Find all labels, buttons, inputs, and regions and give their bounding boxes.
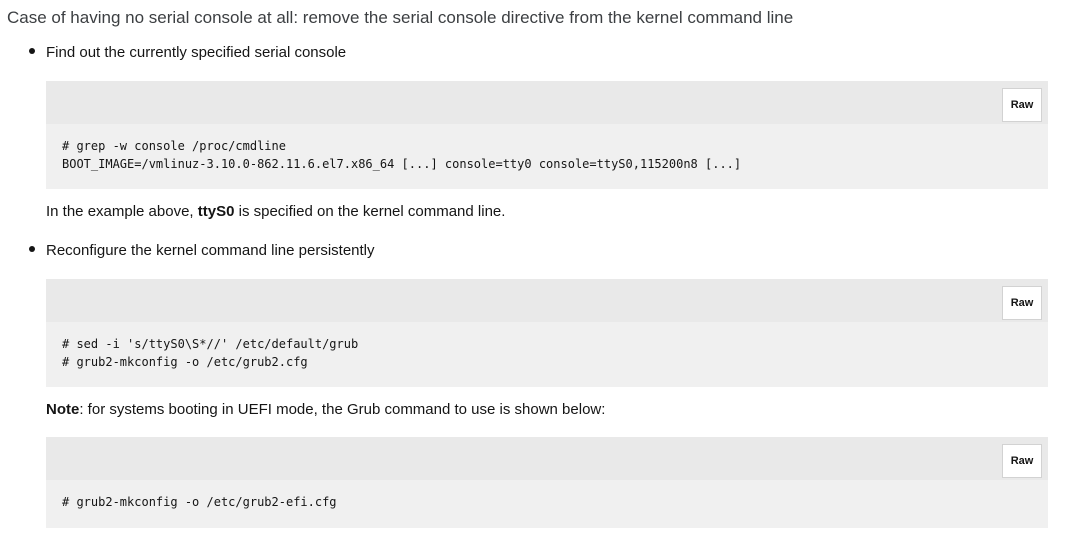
uefi-note: Note: for systems booting in UEFI mode, … (46, 401, 606, 418)
emphasis-ttys0: ttyS0 (197, 203, 235, 220)
code-line: BOOT_IMAGE=/vmlinuz-3.10.0-862.11.6.el7.… (62, 157, 742, 171)
code-block-toolbar (46, 437, 1048, 480)
code-line: # grub2-mkconfig -o /etc/grub2-efi.cfg (62, 495, 337, 509)
code-block-sed-grub: Raw # sed -i 's/ttyS0\S*//' /etc/default… (46, 279, 1048, 387)
raw-button[interactable]: Raw (1002, 88, 1042, 122)
code-line: # grep -w console /proc/cmdline (62, 139, 286, 153)
raw-button[interactable]: Raw (1002, 286, 1042, 320)
code-content: # sed -i 's/ttyS0\S*//' /etc/default/gru… (62, 335, 358, 371)
bullet-icon (29, 246, 35, 253)
code-block-toolbar (46, 279, 1048, 322)
code-line: # sed -i 's/ttyS0\S*//' /etc/default/gru… (62, 337, 359, 351)
code-block-grep: Raw # grep -w console /proc/cmdline BOOT… (46, 81, 1048, 189)
code-content: # grub2-mkconfig -o /etc/grub2-efi.cfg (62, 493, 337, 511)
bullet-icon (29, 48, 35, 55)
list-item-reconfigure-kernel: Reconfigure the kernel command line pers… (29, 242, 375, 259)
code-line: # grub2-mkconfig -o /etc/grub2.cfg (62, 355, 308, 369)
example-note: In the example above, ttyS0 is specified… (46, 203, 506, 220)
section-heading: Case of having no serial console at all:… (7, 8, 794, 27)
raw-button[interactable]: Raw (1002, 444, 1042, 478)
list-item-find-serial-console: Find out the currently specified serial … (29, 44, 346, 61)
list-item-label: Reconfigure the kernel command line pers… (46, 242, 375, 259)
code-content: # grep -w console /proc/cmdline BOOT_IMA… (62, 137, 741, 173)
note-label: Note (46, 401, 80, 418)
code-block-uefi: Raw # grub2-mkconfig -o /etc/grub2-efi.c… (46, 437, 1048, 528)
code-block-toolbar (46, 81, 1048, 124)
list-item-label: Find out the currently specified serial … (46, 44, 347, 61)
